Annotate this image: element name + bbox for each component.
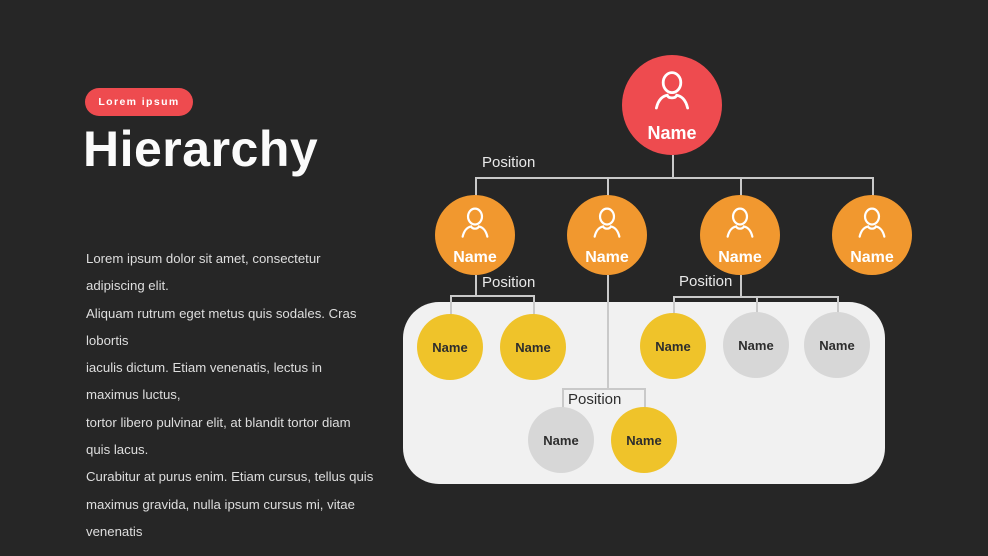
node-name-label: Name bbox=[655, 338, 691, 354]
connector-line bbox=[672, 155, 674, 178]
connector-line bbox=[837, 296, 839, 313]
node-name-label: Name bbox=[432, 339, 468, 355]
org-node-root: Name bbox=[622, 55, 722, 155]
body-line: tortor libero pulvinar elit, at blandit … bbox=[86, 414, 351, 458]
body-line: Lorem ipsum dolor sit amet, consectetur … bbox=[86, 251, 321, 294]
badge-pill: Lorem ipsum bbox=[85, 88, 193, 116]
page-title: Hierarchy bbox=[83, 121, 319, 177]
person-icon bbox=[655, 71, 689, 110]
person-icon bbox=[858, 207, 886, 238]
connector-line bbox=[475, 275, 477, 296]
connector-line bbox=[475, 177, 872, 179]
connector-line bbox=[740, 275, 742, 296]
org-node-member-1a: Name bbox=[417, 314, 483, 380]
node-name-label: Name bbox=[515, 339, 551, 355]
org-node-member-3b: Name bbox=[723, 312, 789, 378]
connector-line bbox=[673, 296, 675, 314]
body-line: maximus gravida, nulla ipsum cursus mi, … bbox=[86, 496, 355, 539]
org-node-manager-1: Name bbox=[435, 195, 515, 275]
person-icon bbox=[461, 207, 489, 238]
connector-line bbox=[450, 295, 533, 297]
connector-line bbox=[450, 295, 452, 315]
position-label: Position bbox=[482, 154, 536, 171]
node-name-label: Name bbox=[453, 249, 497, 266]
position-label: Position bbox=[482, 274, 536, 291]
node-name-label: Name bbox=[738, 337, 774, 353]
org-node-member-3a: Name bbox=[640, 313, 706, 379]
connector-line bbox=[562, 388, 564, 409]
badge-label: Lorem ipsum bbox=[98, 96, 180, 108]
position-label: Position bbox=[679, 273, 733, 290]
connector-line bbox=[607, 177, 609, 196]
connector-line bbox=[644, 388, 646, 409]
org-node-manager-3: Name bbox=[700, 195, 780, 275]
org-node-member-2b: Name bbox=[611, 407, 677, 473]
connector-line bbox=[607, 275, 609, 389]
body-text: Lorem ipsum dolor sit amet, consectetur … bbox=[86, 245, 376, 545]
org-node-member-3c: Name bbox=[804, 312, 870, 378]
position-label: Position bbox=[568, 391, 622, 408]
node-name-label: Name bbox=[626, 432, 662, 448]
connector-line bbox=[562, 388, 644, 390]
connector-line bbox=[673, 296, 837, 298]
body-line: Curabitur at purus enim. Etiam cursus, t… bbox=[86, 469, 374, 485]
person-icon bbox=[726, 207, 754, 238]
node-name-label: Name bbox=[819, 337, 855, 353]
person-icon bbox=[593, 207, 621, 238]
connector-line bbox=[740, 177, 742, 196]
org-node-member-1b: Name bbox=[500, 314, 566, 380]
node-name-label: Name bbox=[718, 249, 762, 266]
connector-line bbox=[533, 295, 535, 315]
body-line: Aliquam rutrum eget metus quis sodales. … bbox=[86, 305, 357, 348]
org-node-manager-2: Name bbox=[567, 195, 647, 275]
node-name-label: Name bbox=[543, 432, 579, 448]
org-node-member-2a: Name bbox=[528, 407, 594, 473]
body-line: iaculis dictum. Etiam venenatis, lectus … bbox=[86, 360, 323, 403]
node-name-label: Name bbox=[850, 249, 894, 266]
connector-line bbox=[756, 296, 758, 313]
org-node-manager-4: Name bbox=[832, 195, 912, 275]
connector-line bbox=[872, 177, 874, 196]
node-name-label: Name bbox=[647, 123, 697, 143]
connector-line bbox=[475, 177, 477, 196]
node-name-label: Name bbox=[585, 249, 629, 266]
